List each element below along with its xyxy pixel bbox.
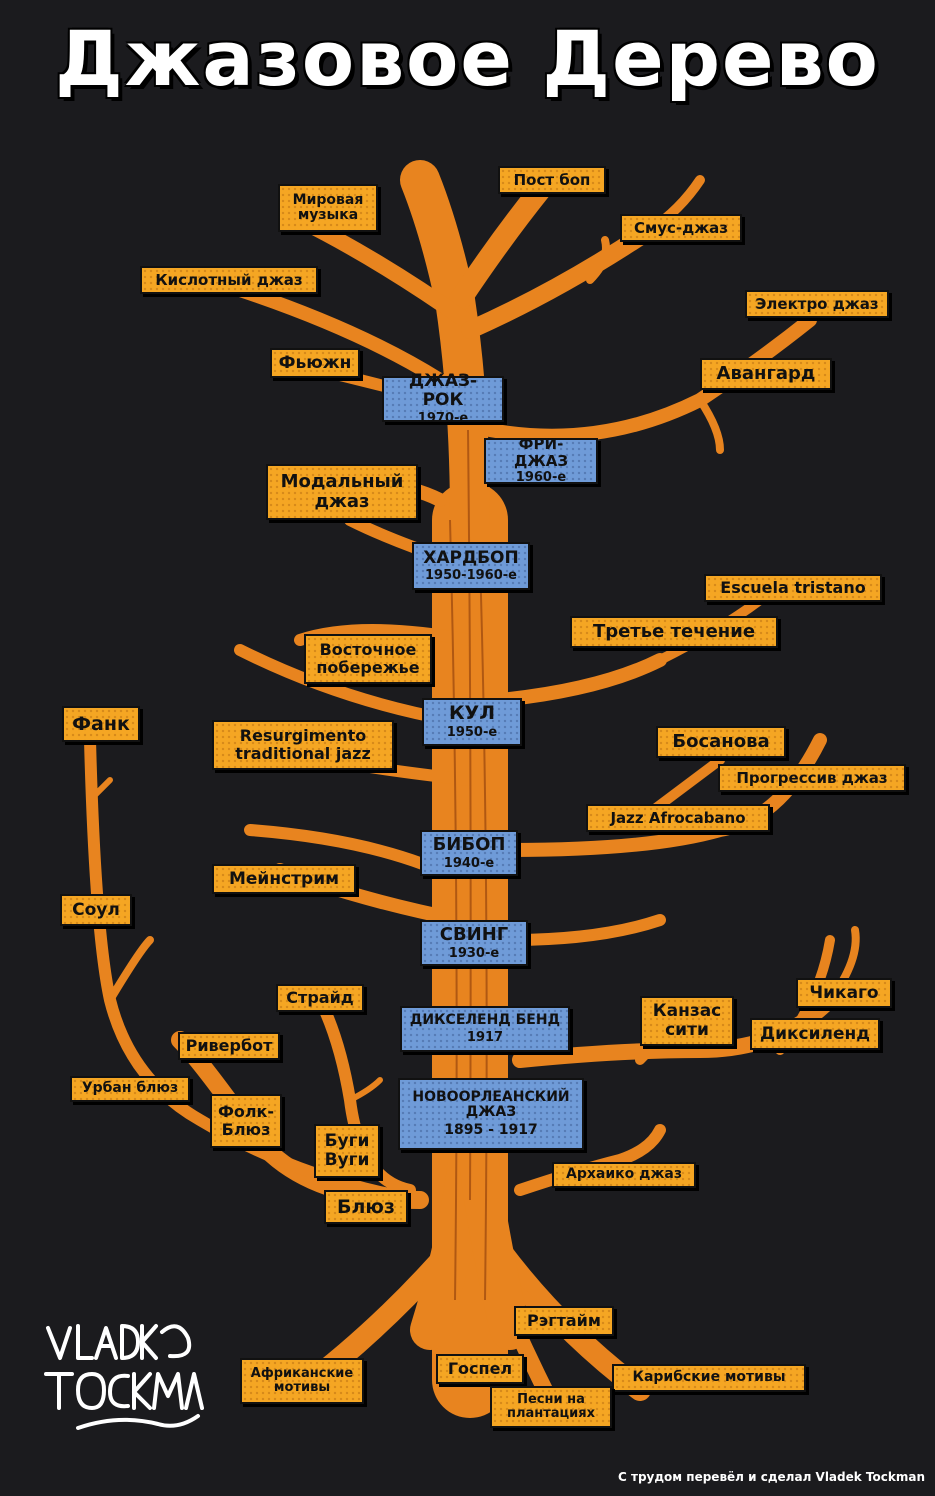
- style-label-escuela-tristano: Escuela tristano: [704, 574, 882, 602]
- style-label-fusion: Фьюжн: [270, 348, 360, 378]
- style-label-progressive-jazz: Прогрессив джаз: [718, 764, 906, 792]
- style-label-gospel: Госпел: [436, 1354, 524, 1384]
- style-label-riverboat: Ривербот: [178, 1032, 280, 1060]
- style-label-post-bop: Пост боп: [498, 166, 606, 194]
- style-label-blues: Блюз: [324, 1190, 408, 1224]
- style-label-smooth-jazz: Смус-джаз: [620, 214, 742, 242]
- style-label-stride: Страйд: [276, 984, 364, 1012]
- style-label-boogie-woogie: Буги Вуги: [314, 1124, 380, 1178]
- style-label-bossa-nova: Босанова: [656, 726, 786, 758]
- page-title: Джазовое Дерево: [55, 14, 880, 103]
- style-label-avantgarde: Авангард: [700, 358, 832, 390]
- style-label-modal-jazz: Модальный джаз: [266, 464, 418, 520]
- style-label-plantation-songs: Песни на плантациях: [490, 1386, 612, 1428]
- style-label-jazz-afrocabano: Jazz Afrocabano: [586, 804, 770, 832]
- artist-signature-logo: [44, 1324, 204, 1430]
- style-label-acid-jazz: Кислотный джаз: [140, 266, 318, 294]
- style-label-dixieland: Диксиленд: [750, 1018, 880, 1050]
- style-label-folk-blues: Фолк- Блюз: [210, 1094, 282, 1148]
- style-label-archaic-jazz: Архаико джаз: [552, 1162, 696, 1188]
- style-label-world-music: Мировая музыка: [278, 184, 378, 232]
- style-label-urban-blues: Урбан блюз: [70, 1076, 190, 1102]
- style-label-third-stream: Третье течение: [570, 616, 778, 648]
- style-label-african-motifs: Африканские мотивы: [240, 1358, 364, 1404]
- credit-text: С трудом перевёл и сделал Vladek Tockman: [618, 1470, 925, 1484]
- style-label-east-coast: Восточное побережье: [304, 634, 432, 684]
- style-label-funk: Фанк: [62, 706, 140, 742]
- style-label-soul: Соул: [60, 894, 132, 926]
- style-label-resurgimento: Resurgimento traditional jazz: [212, 720, 394, 770]
- style-label-mainstream: Мейнстрим: [212, 864, 356, 894]
- style-label-ragtime: Рэгтайм: [514, 1306, 614, 1336]
- style-label-electro-jazz: Электро джаз: [745, 290, 889, 318]
- style-label-caribbean-motifs: Карибские мотивы: [612, 1364, 806, 1392]
- style-label-kansas-city: Канзас сити: [640, 996, 734, 1046]
- style-label-chicago: Чикаго: [796, 978, 892, 1008]
